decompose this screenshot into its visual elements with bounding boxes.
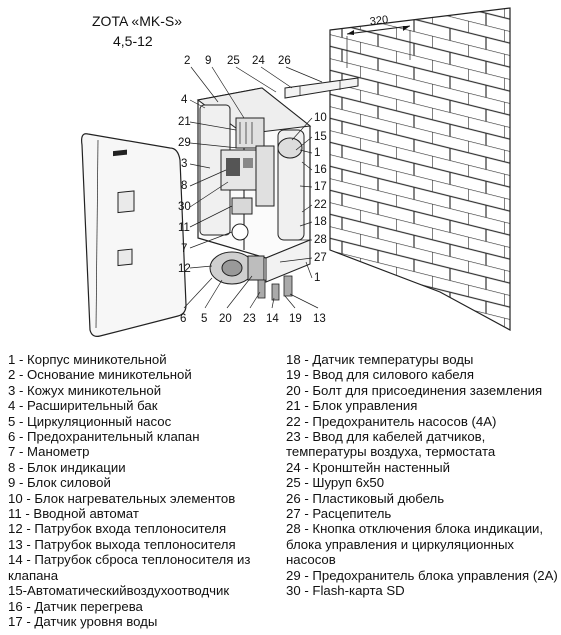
legend-item: 6 - Предохранительный клапан	[8, 429, 200, 445]
callout-top-25: 25	[227, 55, 240, 67]
legend-item: 14 - Патрубок сброса теплоносителя из кл…	[8, 552, 251, 583]
callout-right-1a: 1	[314, 147, 320, 159]
boiler-exploded-diagram: ZOTA «MK-S» 4,5-12 320	[81, 7, 511, 337]
diagram-title-line2: 4,5-12	[113, 33, 153, 49]
callout-right-15: 15	[314, 131, 327, 143]
legend-item: 30 - Flash-карта SD	[286, 583, 405, 599]
callout-top-26: 26	[278, 55, 291, 67]
callout-left-12: 12	[178, 263, 191, 275]
callout-bottom-23: 23	[243, 313, 256, 325]
callout-left-30: 30	[178, 201, 191, 213]
callout-right-28: 28	[314, 234, 327, 246]
callout-right-16: 16	[314, 164, 327, 176]
legend-right: 18 - Датчик температуры воды 19 - Ввод д…	[286, 352, 558, 599]
callout-top-24: 24	[252, 55, 265, 67]
callout-right-17: 17	[314, 181, 327, 193]
callout-right-27: 27	[314, 252, 327, 264]
callout-left-11: 11	[178, 222, 190, 234]
legend-item: 21 - Блок управления	[286, 398, 418, 414]
brick-wall	[329, 7, 511, 332]
legend-item: 15-Автоматическийвоздухоотводчик	[8, 583, 230, 599]
callout-top-2: 2	[184, 55, 190, 67]
legend-item: 29 - Предохранитель блока управления (2А…	[286, 567, 558, 583]
legend-item: 22 - Предохранитель насосов (4А)	[286, 413, 497, 429]
callout-left-7: 7	[181, 243, 187, 255]
front-cover	[81, 133, 187, 337]
legend-item: 24 - Кронштейн настенный	[286, 459, 450, 475]
legend-item: 3 - Кожух миникотельной	[8, 382, 162, 398]
diagram-title-line1: ZOTA «MK-S»	[92, 13, 182, 29]
legend-item: 28 - Кнопка отключения блока индикации, …	[286, 521, 544, 568]
legend-item: 4 - Расширительный бак	[8, 398, 158, 414]
legend-item: 19 - Ввод для силового кабеля	[286, 367, 475, 383]
legend-item: 25 - Шуруп 6х50	[286, 475, 385, 491]
callout-bottom-5: 5	[201, 313, 207, 325]
legend-item: 10 - Блок нагревательных элементов	[8, 490, 236, 506]
legend-item: 12 - Патрубок входа теплоносителя	[8, 521, 227, 537]
callout-right-1b: 1	[314, 272, 320, 284]
dimension-label: 320	[369, 14, 389, 28]
callout-left-21: 21	[178, 116, 191, 128]
dimension-320: 320	[346, 14, 411, 68]
legend-item: 5 - Циркуляционный насос	[8, 413, 172, 429]
callout-right-18: 18	[314, 216, 327, 228]
callout-bottom-20: 20	[219, 313, 232, 325]
legend-item: 20 - Болт для присоединения заземления	[286, 382, 543, 398]
callout-bottom-13: 13	[313, 313, 326, 325]
callout-left-3: 3	[181, 158, 187, 170]
legend-item: 23 - Ввод для кабелей датчиков, температ…	[286, 429, 496, 460]
callout-bottom-6: 6	[180, 313, 186, 325]
wall-bracket	[284, 77, 359, 99]
legend-item: 7 - Манометр	[8, 444, 90, 460]
callout-left-4: 4	[181, 94, 188, 106]
legend-item: 2 - Основание миникотельной	[8, 367, 192, 383]
legend-item: 17 - Датчик уровня воды	[8, 613, 158, 629]
callout-top-9: 9	[205, 55, 211, 67]
legend-item: 18 - Датчик температуры воды	[286, 352, 474, 367]
callout-right-10: 10	[314, 112, 327, 124]
legend-item: 9 - Блок силовой	[8, 475, 111, 491]
legend-item: 8 - Блок индикации	[8, 459, 126, 475]
callout-right-22: 22	[314, 199, 327, 211]
legend-item: 13 - Патрубок выхода теплоносителя	[8, 536, 236, 552]
callout-bottom-14: 14	[266, 313, 279, 325]
boiler-body	[196, 87, 312, 301]
callout-left-8: 8	[181, 180, 187, 192]
legend-item: 11 - Вводной автомат	[8, 506, 139, 522]
legend-left: 1 - Корпус миникотельной 2 - Основание м…	[8, 352, 283, 629]
callout-bottom-19: 19	[289, 313, 302, 325]
legend-item: 1 - Корпус миникотельной	[8, 352, 167, 367]
legend-item: 16 - Датчик перегрева	[8, 598, 143, 614]
leader-lines	[183, 66, 323, 309]
legend-item: 27 - Расцепитель	[286, 506, 392, 522]
callout-left-29: 29	[178, 137, 191, 149]
legend-item: 26 - Пластиковый дюбель	[286, 490, 445, 506]
